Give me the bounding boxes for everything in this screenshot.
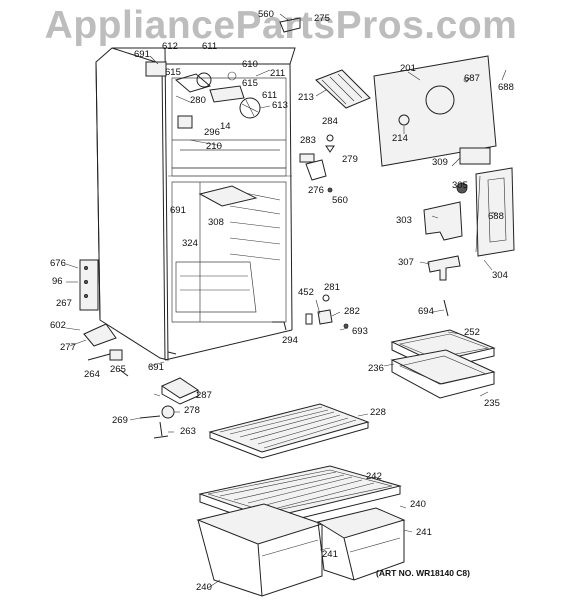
part-label-613: 613 xyxy=(272,100,288,111)
part-label-213: 213 xyxy=(298,92,314,103)
part-label-303: 303 xyxy=(396,215,412,226)
part-label-688: 688 xyxy=(488,211,504,222)
part-label-267: 267 xyxy=(56,298,72,309)
refrigerator-cabinet xyxy=(79,17,301,361)
part-label-693: 693 xyxy=(352,326,368,337)
part-label-284: 284 xyxy=(322,116,338,127)
part-label-688: 688 xyxy=(498,82,514,93)
part-235-crisper-drawer xyxy=(390,349,496,399)
part-label-236: 236 xyxy=(368,363,384,374)
part-label-228: 228 xyxy=(370,407,386,418)
part-label-560: 560 xyxy=(332,195,348,206)
part-228-shelf xyxy=(208,403,370,459)
part-240-right-drawer xyxy=(316,507,406,581)
part-213-light-housing xyxy=(315,69,371,109)
part-label-201: 201 xyxy=(400,63,416,74)
part-252-crisper-cover xyxy=(390,329,496,371)
part-label-263: 263 xyxy=(180,426,196,437)
lower-hardware xyxy=(87,349,200,439)
part-label-214: 214 xyxy=(392,133,408,144)
part-label-283: 283 xyxy=(300,135,316,146)
part-label-610: 610 xyxy=(242,59,258,70)
part-label-309: 309 xyxy=(432,157,448,168)
part-label-96: 96 xyxy=(52,276,63,287)
part-307 xyxy=(427,255,461,281)
part-label-615: 615 xyxy=(165,67,181,78)
watermark-text: AppliancePartsPros.com xyxy=(44,4,518,47)
part-label-269: 269 xyxy=(112,415,128,426)
part-label-611: 611 xyxy=(202,41,218,52)
part-label-280: 280 xyxy=(190,95,206,106)
part-201-control-panel xyxy=(373,55,497,167)
part-label-296: 296 xyxy=(204,127,220,138)
part-label-252: 252 xyxy=(464,327,480,338)
part-label-211: 211 xyxy=(270,68,286,79)
part-label-275: 275 xyxy=(314,13,330,24)
part-label-240: 240 xyxy=(410,499,426,510)
part-label-210: 210 xyxy=(206,141,222,152)
part-label-676: 676 xyxy=(50,258,66,269)
part-label-691: 691 xyxy=(134,49,150,60)
part-label-281: 281 xyxy=(324,282,340,293)
part-303-bracket xyxy=(423,201,463,241)
part-label-277: 277 xyxy=(60,342,76,353)
part-label-241: 241 xyxy=(322,549,338,560)
part-label-294: 294 xyxy=(282,335,298,346)
part-694-screw xyxy=(443,299,449,317)
part-label-264: 264 xyxy=(84,369,100,380)
part-label-305: 305 xyxy=(452,180,468,191)
art-number-caption: (ART NO. WR18140 C8) xyxy=(376,568,470,578)
part-label-687: 687 xyxy=(464,73,480,84)
part-label-694: 694 xyxy=(418,306,434,317)
part-label-602: 602 xyxy=(50,320,66,331)
part-label-282: 282 xyxy=(344,306,360,317)
part-label-560: 560 xyxy=(258,9,274,20)
part-305-knob xyxy=(456,182,468,194)
part-309-plate xyxy=(459,147,491,165)
part-label-324: 324 xyxy=(182,238,198,249)
part-label-308: 308 xyxy=(208,217,224,228)
part-label-241: 241 xyxy=(416,527,432,538)
part-label-612: 612 xyxy=(162,41,178,52)
small-parts-cluster xyxy=(299,134,349,329)
part-label-278: 278 xyxy=(184,405,200,416)
part-label-242: 242 xyxy=(366,471,382,482)
part-label-691: 691 xyxy=(148,362,164,373)
part-label-287: 287 xyxy=(196,390,212,401)
part-label-240: 240 xyxy=(196,582,212,593)
part-label-615: 615 xyxy=(242,78,258,89)
part-label-452: 452 xyxy=(298,287,314,298)
part-label-235: 235 xyxy=(484,398,500,409)
part-label-691: 691 xyxy=(170,205,186,216)
part-label-14: 14 xyxy=(220,121,231,132)
part-label-307: 307 xyxy=(398,257,414,268)
part-label-265: 265 xyxy=(110,364,126,375)
part-label-276: 276 xyxy=(308,185,324,196)
part-label-611: 611 xyxy=(262,90,278,101)
part-label-279: 279 xyxy=(342,154,358,165)
part-label-304: 304 xyxy=(492,270,508,281)
leader-lines xyxy=(65,13,507,589)
part-304-control-housing xyxy=(475,167,515,257)
